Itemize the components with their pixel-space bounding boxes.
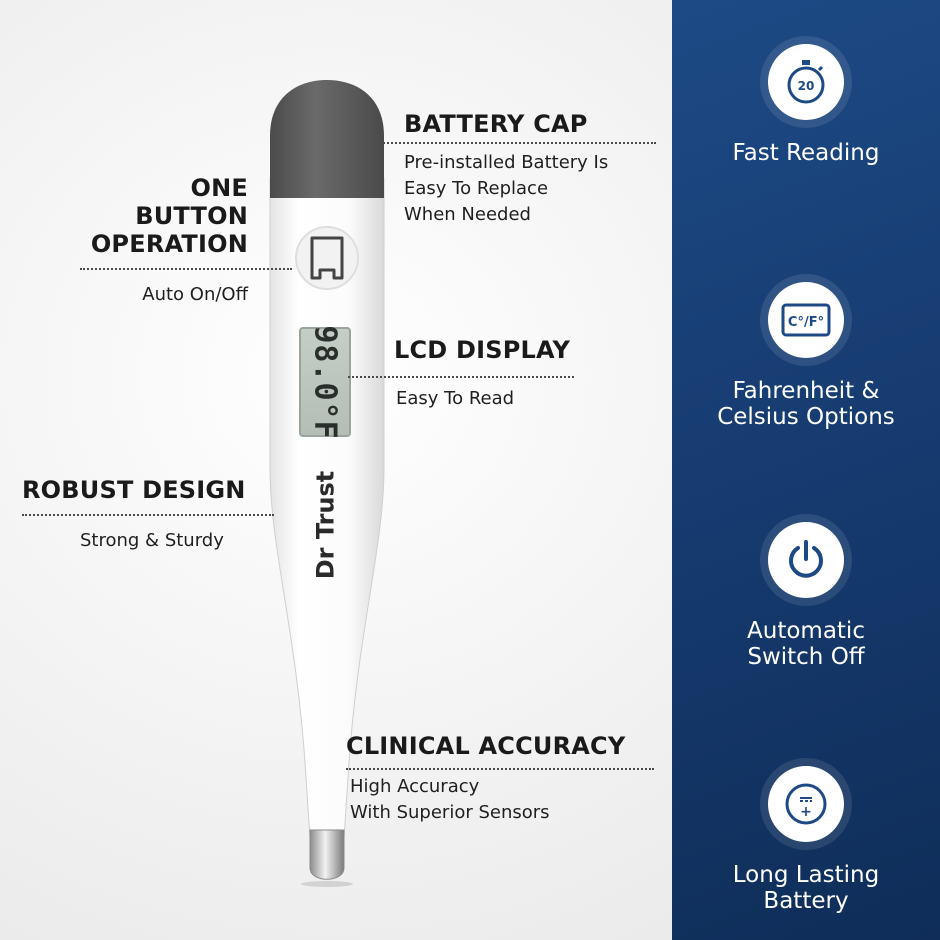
svg-text:C°/F°: C°/F° [788, 315, 824, 330]
feature-label: Long Lasting Battery [732, 862, 880, 914]
thermometer-illustration [269, 80, 385, 887]
brand-logo: Dr Trust [300, 470, 350, 580]
svg-text:20: 20 [798, 79, 815, 93]
callout-divider [348, 376, 574, 378]
power-button [295, 226, 359, 290]
callout-divider [22, 514, 274, 516]
battery-icon: + [785, 783, 827, 825]
feature-label: Fahrenheit & Celsius Options [717, 378, 895, 430]
feature-unit-options: C°/F° Fahrenheit & Celsius Options [672, 274, 940, 430]
brand-name: Dr Trust [311, 470, 339, 580]
callout-title: LCD DISPLAY [394, 336, 571, 364]
clinical-accuracy-callout: CLINICAL ACCURACY High Accuracy With Sup… [346, 732, 654, 826]
unit-toggle-icon: C°/F° [781, 303, 831, 337]
feature-label: Fast Reading [732, 140, 880, 166]
metal-tip [309, 829, 345, 880]
lcd-display-callout: LCD DISPLAY Easy To Read [348, 336, 574, 412]
stopwatch-icon: 20 [787, 60, 825, 104]
battery-cap-callout: BATTERY CAP Pre-installed Battery Is Eas… [380, 110, 656, 228]
lcd-screen: 98.0°F [299, 324, 351, 440]
feature-label: Automatic Switch Off [747, 618, 865, 670]
battery-cap [270, 80, 384, 198]
callout-desc: Auto On/Off [142, 284, 248, 305]
robust-design-callout: ROBUST DESIGN Strong & Sturdy [22, 476, 274, 554]
callout-divider [380, 142, 656, 144]
callout-desc: Pre-installed Battery Is Easy To Replace… [404, 152, 609, 225]
callout-desc: Strong & Sturdy [80, 530, 224, 551]
callout-desc: High Accuracy With Superior Sensors [350, 776, 550, 823]
feature-fast-reading: 20 Fast Reading [672, 36, 940, 166]
callout-desc: Easy To Read [396, 388, 515, 409]
lcd-reading: 98.0°F [307, 324, 343, 440]
feature-auto-switch-off: Automatic Switch Off [672, 514, 940, 670]
callout-divider [346, 768, 654, 770]
power-icon [789, 540, 823, 578]
features-panel: 20 Fast Reading C°/F° Fahrenheit & Celsi… [672, 0, 940, 940]
svg-text:+: + [800, 804, 812, 820]
callout-title: BATTERY CAP [404, 110, 588, 138]
callout-title: CLINICAL ACCURACY [346, 732, 626, 760]
callout-divider [80, 268, 292, 270]
one-button-callout: ONE BUTTON OPERATION Auto On/Off [80, 174, 292, 308]
feature-long-battery: + Long Lasting Battery [672, 758, 940, 914]
callout-title: ONE BUTTON OPERATION [90, 174, 248, 258]
callout-title: ROBUST DESIGN [22, 476, 246, 504]
